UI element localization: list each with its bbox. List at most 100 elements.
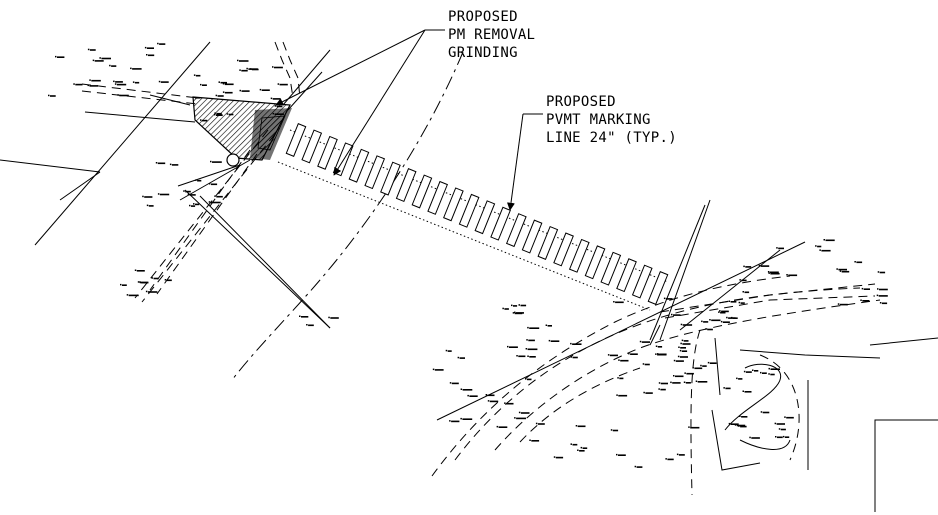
survey-point-mark (740, 302, 745, 304)
survey-point-mark (769, 271, 779, 274)
survey-point-mark (330, 317, 339, 319)
crosswalk-stripe (348, 148, 370, 183)
survey-point-symbol (610, 429, 613, 431)
survey-point-mark (777, 436, 783, 439)
survey-point-mark (148, 54, 155, 57)
survey-point-symbol (784, 416, 786, 418)
survey-point-symbol (634, 465, 637, 468)
survey-point-mark (821, 249, 831, 252)
survey-point-mark (134, 81, 140, 84)
callout-removal-line-3: GRINDING (448, 45, 518, 61)
survey-point-symbol (673, 375, 675, 377)
survey-point-symbol (876, 294, 879, 297)
survey-point-symbol (130, 67, 132, 70)
survey-point-symbol (786, 274, 788, 276)
survey-point-mark (879, 288, 888, 291)
survey-point-symbol (270, 97, 273, 100)
survey-point-symbol (705, 328, 707, 330)
survey-point-symbol (92, 59, 95, 62)
survey-point-mark (506, 402, 514, 405)
survey-point-symbol (142, 195, 144, 198)
survey-point-symbol (222, 83, 225, 85)
survey-point-symbol (187, 193, 190, 196)
callout-removal: PROPOSED PM REMOVAL GRINDING (275, 9, 535, 176)
survey-point-symbol (570, 443, 572, 445)
survey-point-mark (157, 162, 166, 165)
survey-point-mark (778, 247, 784, 250)
survey-point-mark (620, 359, 629, 362)
survey-point-symbol (460, 388, 463, 390)
survey-point-mark (618, 394, 628, 397)
survey-point-symbol (274, 105, 277, 107)
survey-point-mark (462, 389, 473, 391)
survey-point-symbol (525, 378, 527, 380)
survey-point-mark (745, 371, 752, 373)
survey-point-symbol (580, 446, 583, 449)
survey-point-mark (122, 284, 127, 286)
survey-point-symbol (210, 160, 212, 163)
survey-point-mark (660, 388, 666, 391)
survey-point-mark (509, 346, 518, 348)
survey-point-symbol (299, 315, 301, 317)
survey-point-mark (879, 271, 886, 274)
survey-point-symbol (688, 426, 690, 428)
crosswalk-stripe (568, 238, 590, 273)
survey-point-mark (725, 387, 731, 390)
survey-point-symbol (839, 270, 842, 272)
survey-point-mark (680, 347, 686, 349)
survey-point-symbol (719, 310, 721, 312)
survey-point-mark (762, 372, 767, 374)
survey-point-mark (741, 416, 748, 418)
survey-point-mark (462, 418, 473, 420)
survey-point-mark (679, 356, 688, 358)
survey-point-symbol (496, 425, 499, 428)
crosswalk-stripe (427, 180, 449, 215)
survey-point-mark (720, 311, 726, 314)
survey-point-mark (529, 327, 540, 329)
survey-point-mark (788, 274, 798, 277)
survey-point-mark (659, 353, 667, 356)
survey-point-mark (89, 85, 98, 87)
survey-point-mark (147, 291, 158, 293)
survey-point-mark (694, 367, 703, 370)
survey-point-mark (619, 377, 624, 380)
survey-point-mark (707, 328, 713, 331)
survey-point-symbol (570, 356, 573, 358)
survey-point-symbol (742, 390, 744, 392)
crosswalk-stripe (411, 174, 433, 209)
survey-point-mark (817, 245, 822, 248)
survey-point-mark (721, 310, 729, 313)
leader-marking-arrow (507, 113, 524, 211)
survey-point-symbol (485, 394, 488, 396)
survey-point-symbol (776, 247, 778, 249)
survey-point-mark (469, 395, 478, 397)
survey-point-mark (776, 423, 785, 425)
survey-point-symbol (774, 422, 777, 425)
survey-point-mark (770, 272, 780, 275)
survey-point-symbol (679, 349, 682, 352)
survey-point-mark (516, 417, 526, 420)
survey-point-symbol (432, 368, 435, 371)
survey-point-symbol (728, 422, 731, 425)
survey-point-symbol (87, 48, 90, 51)
survey-point-symbol (684, 372, 686, 374)
survey-point-mark (615, 301, 624, 304)
survey-point-symbol (767, 271, 770, 273)
crosswalk-stripe (301, 129, 323, 164)
survey-point-symbol (861, 287, 864, 290)
survey-point-symbol (700, 364, 702, 367)
survey-point-mark (697, 381, 708, 383)
survey-point-mark (274, 66, 283, 69)
survey-point-mark (191, 205, 196, 207)
survey-point-mark (166, 279, 172, 282)
survey-point-mark (159, 193, 170, 196)
survey-point-symbol (146, 54, 148, 56)
survey-point-symbol (877, 288, 879, 290)
survey-point-mark (863, 288, 870, 290)
survey-point-symbol (665, 458, 667, 460)
survey-point-mark (770, 373, 775, 376)
survey-point-mark (579, 450, 585, 452)
survey-point-mark (839, 303, 848, 306)
survey-point-mark (825, 239, 835, 242)
survey-point-symbol (734, 424, 737, 426)
